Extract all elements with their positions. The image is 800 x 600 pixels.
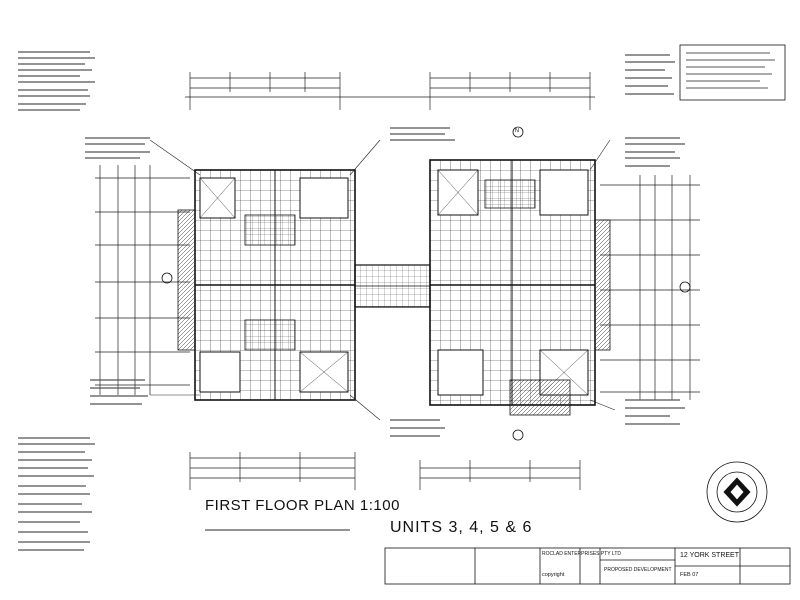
top-dimension-lines: [185, 72, 595, 110]
right-building-block: [429, 159, 611, 416]
architect-stamp: [706, 461, 768, 523]
drawing-title: FIRST FLOOR PLAN 1:100: [205, 497, 400, 514]
annotation-text-stubs: [18, 51, 685, 551]
drawing-date: FEB 07: [680, 572, 699, 578]
bottom-dimension-lines: [189, 452, 581, 490]
title-block: [384, 547, 791, 585]
right-dimension-lines: [600, 175, 700, 400]
units-label: UNITS 3, 4, 5 & 6: [390, 519, 533, 536]
project-status: PROPOSED DEVELOPMENT: [604, 567, 672, 573]
company-name: ROCLAD ENTERPRISES PTY LTD: [542, 551, 621, 557]
left-dimension-lines: [95, 165, 190, 395]
north-label: N: [515, 128, 519, 134]
notes-box: [679, 44, 786, 101]
street-address: 12 YORK STREET: [680, 552, 740, 559]
left-building-block: [177, 169, 356, 401]
section-markers: [161, 126, 691, 441]
annotation-leaders: [149, 139, 616, 421]
copyright-label: copyright: [542, 572, 565, 578]
central-link-walkway: [354, 264, 431, 308]
